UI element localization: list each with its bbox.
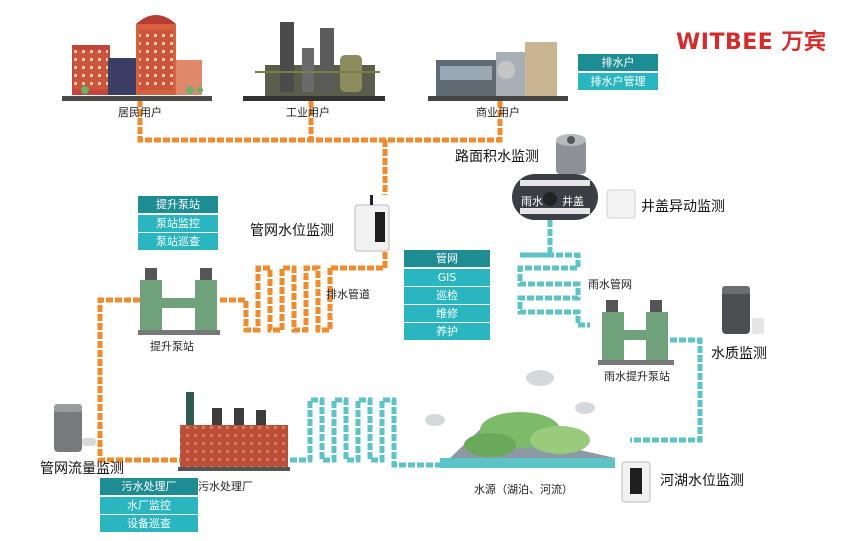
industrial-buildings: [243, 22, 385, 101]
sewage-pipes-middle: [97, 252, 388, 463]
rain-grate-label: 雨水: [521, 195, 543, 208]
rain-lift-station-icon: [598, 300, 674, 365]
flow-monitor-device-icon: [54, 404, 96, 452]
road-water-label: 路面积水监测: [455, 149, 539, 165]
manhole-move-label: 井盖异动监测: [641, 199, 725, 215]
plant-panel-item-monitor[interactable]: 水厂监控: [100, 497, 198, 514]
brand-logo: WITBEE 万宾: [676, 24, 826, 56]
industrial-user-label: 工业用户: [286, 106, 330, 119]
pipe-level-device-icon: [354, 195, 390, 252]
pipe-panel-header[interactable]: 管网: [404, 250, 490, 267]
brand-name: WITBEE: [676, 30, 774, 55]
treatment-plant-label: 污水处理厂: [198, 480, 253, 493]
manhole-cover-label: 井盖: [562, 195, 584, 208]
pump-panel-header[interactable]: 提升泵站: [138, 196, 218, 213]
water-source-illustration: [425, 370, 615, 468]
manhole-sensor-icon: [606, 189, 636, 219]
commercial-buildings: [428, 42, 568, 101]
pipe-panel-item-maintenance[interactable]: 养护: [404, 323, 490, 340]
lift-station-label: 提升泵站: [150, 340, 194, 353]
pipe-level-label: 管网水位监测: [250, 223, 334, 239]
plant-panel-header[interactable]: 污水处理厂: [100, 478, 198, 495]
rain-pipes: [290, 220, 703, 468]
pump-panel-item-monitor[interactable]: 泵站监控: [138, 215, 218, 232]
rain-network-label: 雨水管网: [588, 278, 632, 291]
pipe-panel-item-repair[interactable]: 维修: [404, 305, 490, 322]
discharge-panel-item-management[interactable]: 排水户管理: [578, 73, 658, 90]
river-level-device-icon: [621, 461, 651, 503]
water-sensor-icon: [556, 134, 586, 174]
residential-buildings: [62, 15, 212, 101]
plant-panel-item-patrol[interactable]: 设备巡查: [100, 515, 198, 532]
residential-user-label: 居民用户: [118, 106, 162, 119]
commercial-user-label: 商业用户: [476, 106, 520, 119]
pump-panel-item-patrol[interactable]: 泵站巡查: [138, 233, 218, 250]
road-section: [512, 174, 598, 220]
drain-pipe-label: 排水管道: [326, 288, 370, 301]
flow-monitor-label: 管网流量监测: [40, 461, 124, 477]
water-quality-device-icon: [722, 286, 764, 334]
treatment-plant-icon: [178, 392, 290, 471]
water-source-label: 水源（湖泊、河流）: [474, 483, 573, 496]
brand-name-cn: 万宾: [781, 30, 827, 55]
sewage-pipes-top: [137, 100, 503, 195]
pipe-panel-item-gis[interactable]: GIS: [404, 269, 490, 286]
discharge-panel-header[interactable]: 排水户: [578, 54, 658, 71]
pipe-panel-item-inspection[interactable]: 巡检: [404, 287, 490, 304]
water-quality-label: 水质监测: [711, 346, 767, 362]
rain-lift-station-label: 雨水提升泵站: [604, 370, 670, 383]
lift-station-icon: [138, 268, 220, 335]
river-level-label: 河湖水位监测: [660, 473, 744, 489]
